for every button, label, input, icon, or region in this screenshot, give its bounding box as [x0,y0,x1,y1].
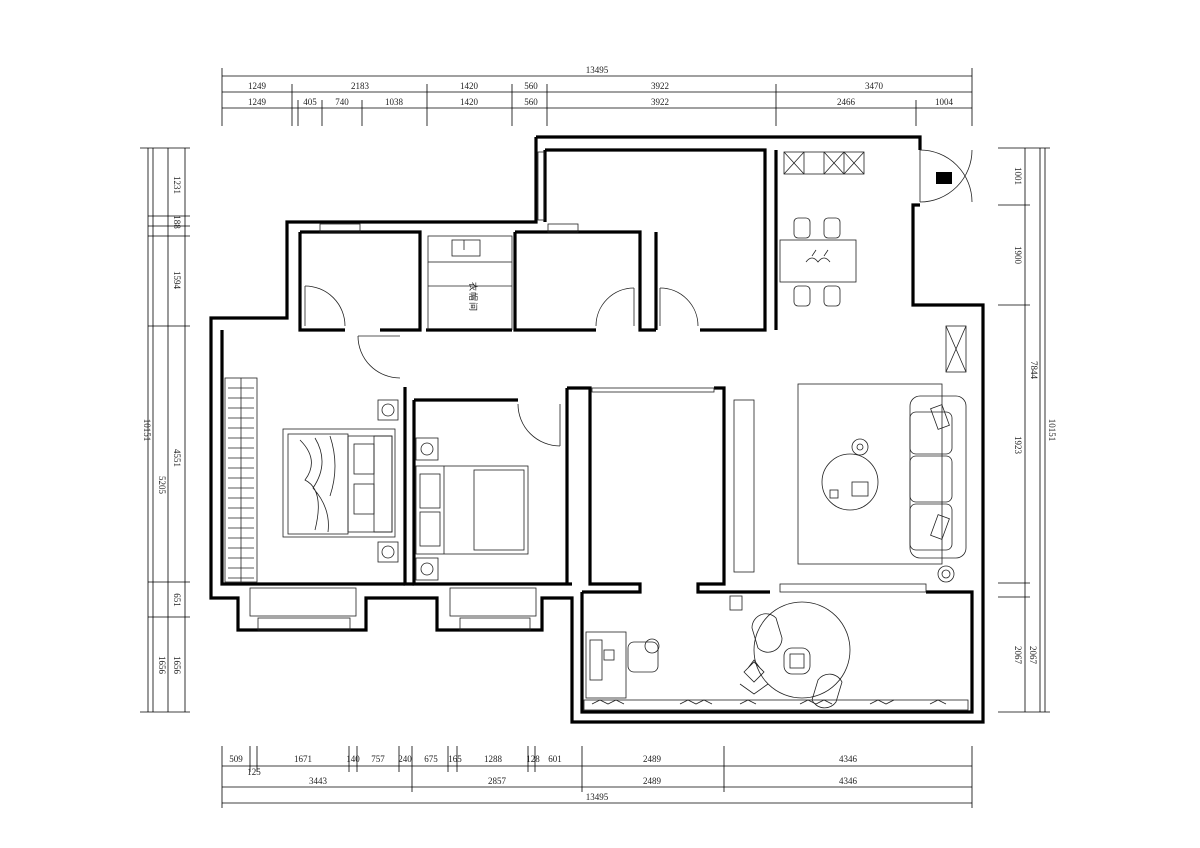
left-dim-5: 5205 [157,476,167,495]
right-dim-5: 2067 [1013,646,1023,665]
top-dim-1: 1249 [248,81,267,91]
bottom-dim-8: 1288 [484,754,503,764]
balcony-planters [591,699,947,705]
interior-wall-m [567,386,642,594]
tv-cabinet [945,325,967,373]
right-dim-1: 1001 [1013,167,1023,185]
right-dim-2: 1900 [1013,246,1023,265]
top-dim-3: 1420 [460,81,479,91]
bottom-total-1: 3443 [309,776,328,786]
windows [249,151,969,711]
coffee-table [821,438,879,511]
bottom-total-4: 4346 [839,776,858,786]
bottom-dim-4: 757 [371,754,385,764]
walk-in-closet [427,235,513,330]
outer-wall [536,135,922,150]
left-overall-dim: 10151 [142,419,152,442]
interior-wall-e [545,148,767,332]
wardrobe [224,377,258,583]
bottom-overall-dim: 13495 [586,792,609,802]
top-overall-dim: 13495 [586,65,609,75]
interior-wall-n [696,386,770,594]
walls [209,135,985,724]
master-nightstands [377,399,399,563]
bottom-total-3: 2489 [643,776,662,786]
sofa [909,395,967,559]
top-sub-dim-4: 1038 [385,97,404,107]
top-sub-dim-9: 1004 [935,97,954,107]
top-dim-4: 560 [524,81,538,91]
right-dimensions: 1001 1900 7844 1923 2067 2067 10151 [998,147,1057,713]
interior-wall-a [298,232,345,332]
bottom-dim-2: 1671 [294,754,312,764]
left-dim-6: 651 [172,593,182,607]
top-sub-dim-7: 3922 [651,97,669,107]
left-dim-2: 188 [172,215,182,229]
bottom-dimensions: 509 1671 140 757 240 675 165 1288 128 60… [221,746,973,808]
bottom-dim-6: 675 [424,754,438,764]
left-dim-1: 1231 [172,176,182,194]
second-bed [415,465,529,555]
bottom-dim-11: 2489 [643,754,662,764]
interior-wall-o [580,590,974,714]
top-dim-5: 3922 [651,81,669,91]
top-sub-dim-2: 405 [303,97,317,107]
bottom-dim-5: 240 [398,754,412,764]
bottom-total-2: 2857 [488,776,507,786]
right-dim-4: 1923 [1013,436,1023,455]
shoe-cabinet-icon [936,172,952,184]
balcony-lounge [739,601,851,709]
kitchen-cabinets [783,151,865,175]
top-sub-dim-5: 1420 [460,97,479,107]
bottom-sub-dim: 125 [247,767,261,777]
living-room-rug [797,383,943,565]
interior-wall-h [220,330,405,586]
bottom-dim-1: 509 [229,754,243,764]
left-dim-7: 1656 [172,656,182,675]
bottom-dim-10: 601 [548,754,562,764]
right-dim-3: 7844 [1029,361,1039,380]
interior-wall-b [300,230,422,332]
partition [733,399,755,573]
top-sub-dim-8: 2466 [837,97,856,107]
left-dim-8: 1656 [157,656,167,675]
master-bed [282,428,396,538]
interior-wall-d [513,232,596,332]
second-nightstands [415,437,439,581]
study-desk [585,631,660,699]
top-sub-dim-6: 560 [524,97,538,107]
bottom-dim-9: 128 [526,754,540,764]
right-overall-dim: 10151 [1047,419,1057,442]
top-dimensions: 13495 1249 2183 1420 560 3922 3470 1249 … [221,65,973,126]
closet-label: 衣帽间 [468,282,479,312]
right-dim-6: 2067 [1028,646,1038,665]
outer-wall-right [209,137,985,724]
left-dim-3: 1594 [172,271,182,290]
top-sub-dim-3: 740 [335,97,349,107]
interior-wall-j [412,400,572,586]
left-dim-4: 4551 [172,449,182,467]
interior-wall-c [515,230,656,332]
top-dim-6: 3470 [865,81,884,91]
bottom-dim-3: 140 [346,754,360,764]
left-dimensions: 1231 188 1594 4551 5205 651 1656 1656 10… [140,147,190,713]
doors [304,149,973,447]
interior-wall-i [403,387,414,586]
small-column [729,595,743,611]
bottom-dim-12: 4346 [839,754,858,764]
dining-table [779,217,857,307]
top-dim-2: 2183 [351,81,370,91]
top-sub-dim-1: 1249 [248,97,267,107]
bottom-dim-7: 165 [448,754,462,764]
floor-lamp [937,565,955,583]
